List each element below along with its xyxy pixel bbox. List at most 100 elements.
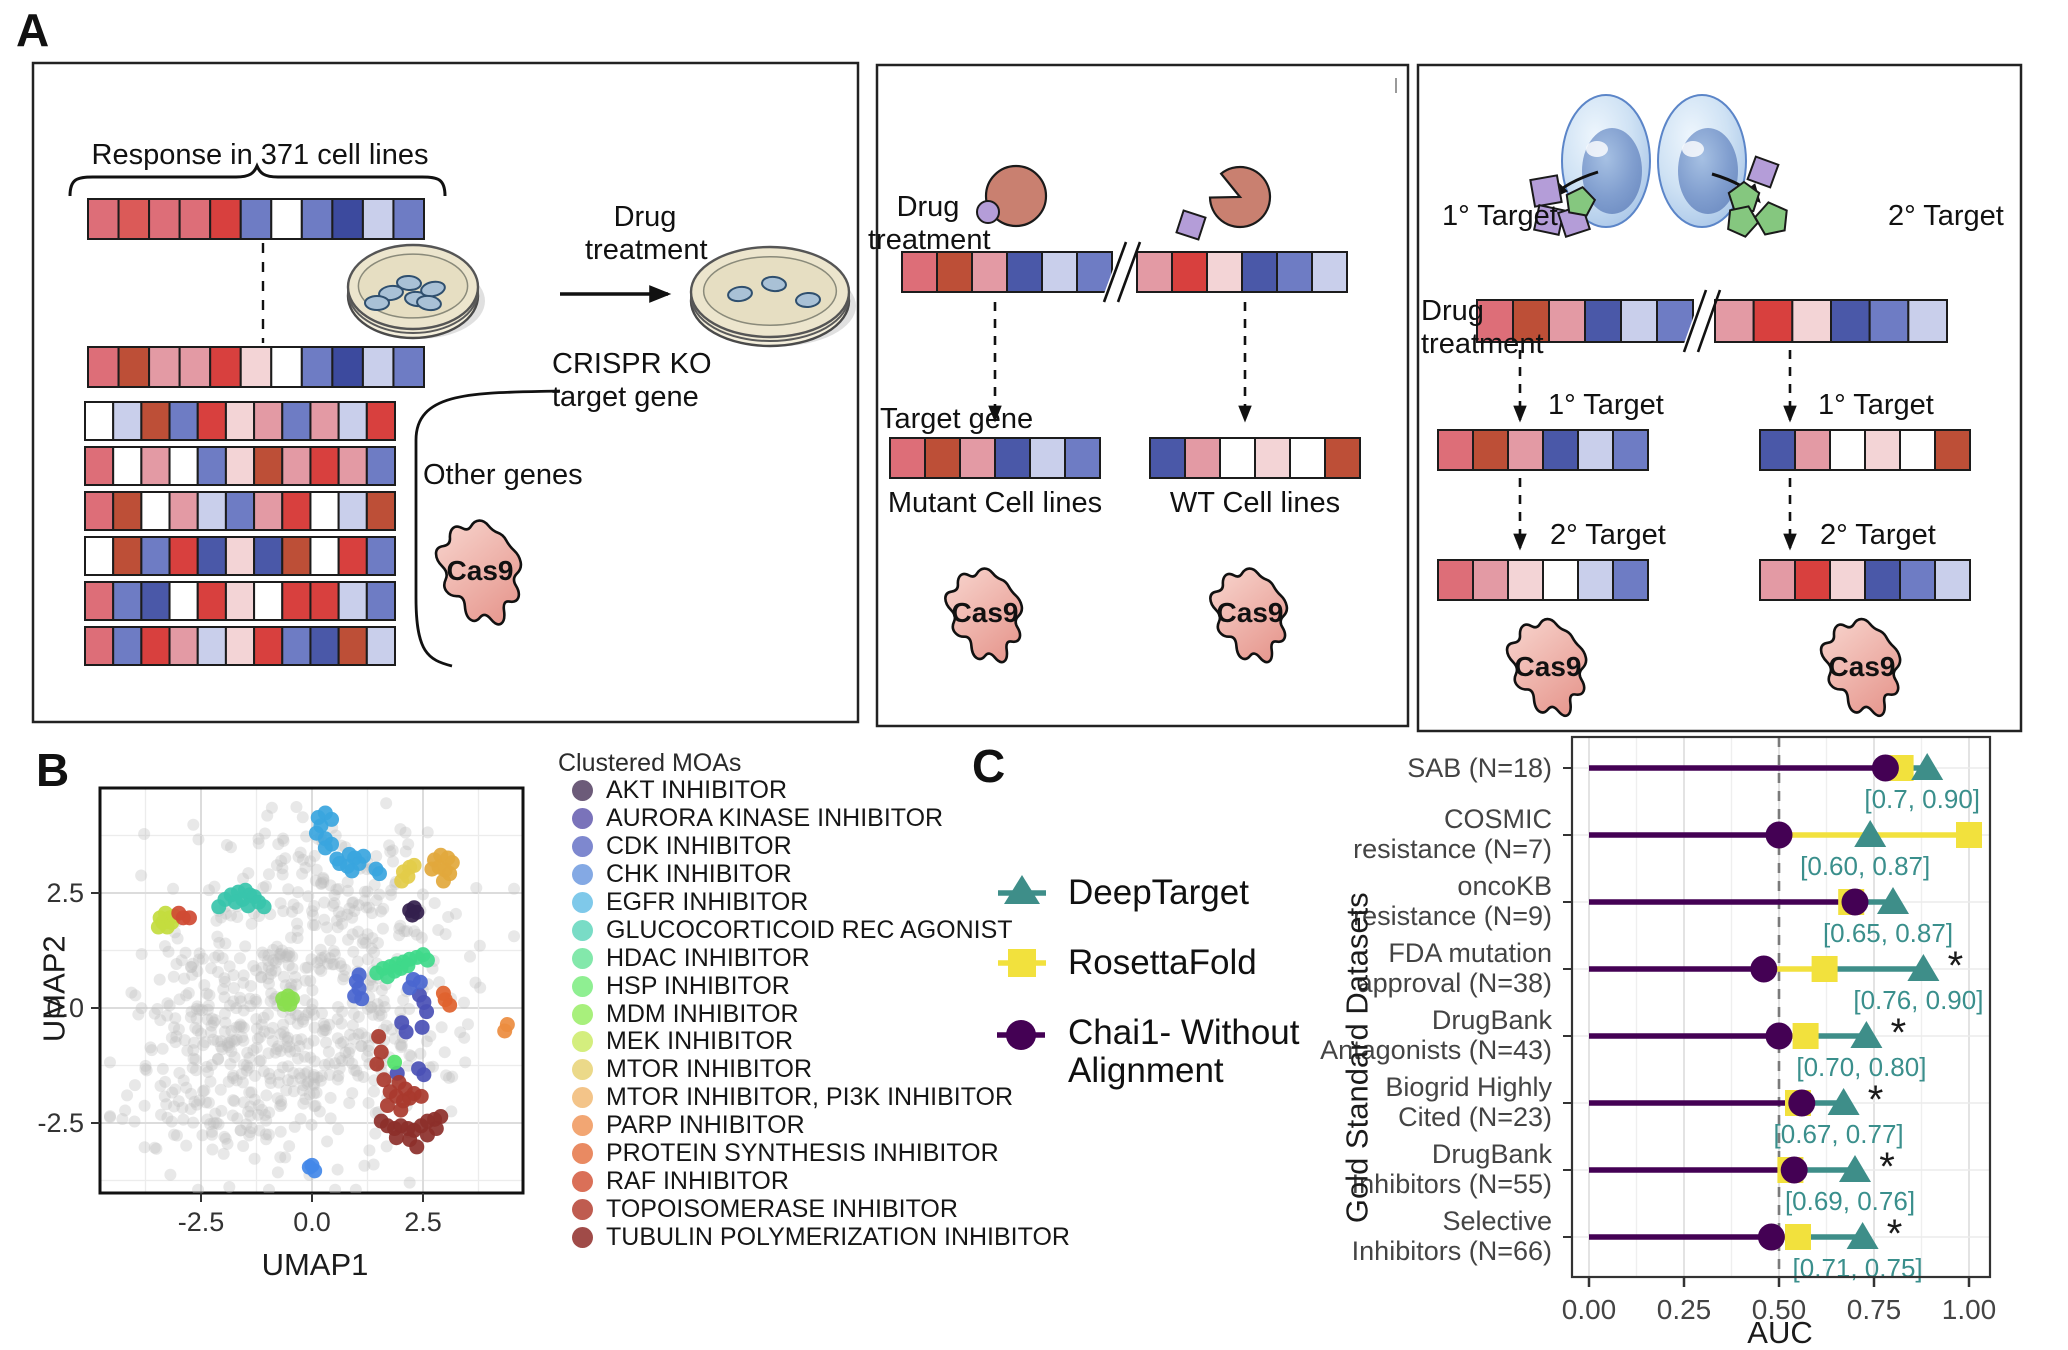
- svg-text:0.75: 0.75: [1847, 1294, 1902, 1325]
- moa-legend-item: EGFR INHIBITOR: [572, 888, 1070, 917]
- auc-axis-title: AUC: [1747, 1315, 1813, 1350]
- response-brace: [68, 162, 447, 197]
- svg-text:0.50: 0.50: [1752, 1294, 1807, 1325]
- svg-text:[0.67, 0.77]: [0.67, 0.77]: [1774, 1119, 1904, 1149]
- cluster-egfr-inhibitor: [308, 805, 387, 882]
- drug-molecule: [984, 164, 1048, 228]
- other-genes-brace: [414, 389, 561, 668]
- moa-legend-label: HDAC INHIBITOR: [606, 943, 810, 972]
- auc-row: [0.69, 0.76]*: [1589, 1145, 1915, 1216]
- panel-c-legend-markers: [997, 875, 1046, 1050]
- cluster-mek-inhibitor: [150, 905, 182, 935]
- panel-a-left-box: [31, 61, 860, 724]
- svg-text:resistance (N=7): resistance (N=7): [1353, 834, 1552, 864]
- svg-text:[0.71, 0.75]: [0.71, 0.75]: [1793, 1253, 1923, 1283]
- rosettafold-marker: [1811, 956, 1838, 982]
- target-molecule-square: [1529, 174, 1563, 208]
- svg-text:2.5: 2.5: [46, 878, 84, 908]
- deeptarget-marker: [1877, 887, 1909, 914]
- deeptarget-marker: [1827, 1088, 1860, 1115]
- deeptarget-legend-marker: [1004, 875, 1040, 904]
- scatter-points: [103, 797, 521, 1193]
- moa-legend-label: HSP INHIBITOR: [606, 971, 790, 1000]
- secondary-target-label: 2° Target: [1820, 519, 1936, 551]
- cell-colony: [364, 295, 390, 311]
- rosettafold-marker: [1956, 822, 1982, 848]
- moa-legend-dot: [572, 947, 593, 969]
- cluster-parp-inhibitor: [497, 1017, 515, 1039]
- secondary-target-label: 2° Target: [1888, 200, 2004, 232]
- moa-legend-dot: [572, 1059, 593, 1081]
- cas9-protein-blob: [1209, 567, 1289, 664]
- svg-text:[0.70, 0.80]: [0.70, 0.80]: [1796, 1052, 1926, 1082]
- drug-treatment-label-line1: Drug: [613, 201, 677, 233]
- auc-row: [0.67, 0.77]*: [1589, 1078, 1904, 1149]
- deeptarget-marker: [1839, 1155, 1871, 1182]
- svg-text:oncoKB: oncoKB: [1457, 871, 1552, 901]
- svg-text:Selective: Selective: [1442, 1206, 1552, 1236]
- moa-legend-dot: [572, 975, 593, 997]
- svg-text:Antagonists (N=43): Antagonists (N=43): [1320, 1035, 1552, 1065]
- svg-text:*: *: [1891, 1011, 1907, 1055]
- cell-colony: [396, 274, 422, 292]
- cell-colony: [761, 275, 787, 293]
- chai1-marker: [1788, 1089, 1816, 1117]
- deeptarget-marker: [1850, 1021, 1883, 1048]
- svg-text:-2.5: -2.5: [37, 1108, 84, 1138]
- cell-colony: [378, 284, 404, 302]
- target-molecule-square: [1746, 155, 1780, 189]
- moa-legend-label: EGFR INHIBITOR: [606, 888, 809, 917]
- umap1-axis-title: UMAP1: [261, 1247, 369, 1282]
- bound-target-ligand: [976, 200, 1000, 224]
- svg-text:[0.65, 0.87]: [0.65, 0.87]: [1823, 918, 1953, 948]
- moa-legend-dot: [572, 1115, 593, 1137]
- moa-legend-item: MDM INHIBITOR: [572, 1000, 1070, 1028]
- target-molecule-pentagon: [1565, 186, 1597, 217]
- moa-legend-item: CDK INHIBITOR: [572, 832, 1070, 861]
- moa-legend-dot: [572, 892, 593, 913]
- drug-treatment-label-line2: treatment: [868, 224, 991, 256]
- cell-colony: [727, 285, 753, 303]
- cluster-mtor-inhibitor-pi3k-inhibitor: [424, 847, 460, 889]
- cas9-label: Cas9: [1514, 651, 1582, 682]
- cluster-mtor-inhibitor: [394, 857, 422, 889]
- umap2-axis-title: UMAP2: [36, 935, 72, 1043]
- moa-legend-item: HSP INHIBITOR: [572, 972, 1070, 1000]
- moa-legend-item: PARP INHIBITOR: [572, 1111, 1070, 1140]
- cas9-label: Cas9: [951, 597, 1019, 628]
- target-gene-label: Target gene: [880, 403, 1034, 435]
- panel-a-left: [68, 162, 856, 668]
- svg-text:Cited (N=23): Cited (N=23): [1398, 1102, 1552, 1132]
- cluster-cdk-inhibitor: [347, 967, 428, 1007]
- moa-legend-item: MTOR INHIBITOR, PI3K INHIBITOR: [572, 1083, 1070, 1112]
- moa-legend-item: MTOR INHIBITOR: [572, 1055, 1070, 1084]
- drug-treatment-label-line1: Drug: [896, 191, 960, 223]
- moa-legend-item: TUBULIN POLYMERIZATION INHIBITOR: [572, 1223, 1070, 1251]
- moa-legend-label: AKT INHIBITOR: [606, 776, 788, 805]
- svg-text:0.25: 0.25: [1657, 1294, 1712, 1325]
- primary-target-label: 1° Target: [1548, 389, 1664, 421]
- svg-text:0.0: 0.0: [293, 1207, 331, 1237]
- primary-target-label: 1° Target: [1442, 200, 1558, 232]
- cluster-glucocorticoid-rec-agonist: [211, 882, 272, 915]
- panel-a-right-box: [1416, 63, 2023, 733]
- moa-legend-dot: [572, 1003, 593, 1025]
- cell-colony: [795, 291, 821, 309]
- svg-text:[0.76, 0.90]: [0.76, 0.90]: [1853, 985, 1983, 1015]
- chai1-legend-marker: [1006, 1020, 1036, 1050]
- svg-text:1.00: 1.00: [1942, 1294, 1997, 1325]
- svg-text:SAB (N=18): SAB (N=18): [1407, 753, 1552, 783]
- secondary-target-label: 2° Target: [1550, 519, 1666, 551]
- other-genes-label: Other genes: [423, 459, 583, 491]
- svg-text:0.00: 0.00: [1562, 1294, 1617, 1325]
- svg-text:Inhibitors (N=55): Inhibitors (N=55): [1352, 1169, 1552, 1199]
- auc-row: [0.65, 0.87]: [1589, 887, 1953, 948]
- cell-nucleus: [1678, 128, 1738, 214]
- wt-cell-lines-label: WT Cell lines: [1169, 487, 1341, 519]
- moa-legend-dot: [572, 919, 593, 941]
- gold-standard-datasets-axis-title: Gold Standard Datasets: [1339, 892, 1375, 1224]
- drug-treatment-label-line2: treatment: [585, 234, 708, 266]
- moa-legend-label: TUBULIN POLYMERIZATION INHIBITOR: [606, 1222, 1070, 1251]
- moa-legend-item: AURORA KINASE INHIBITOR: [572, 804, 1070, 833]
